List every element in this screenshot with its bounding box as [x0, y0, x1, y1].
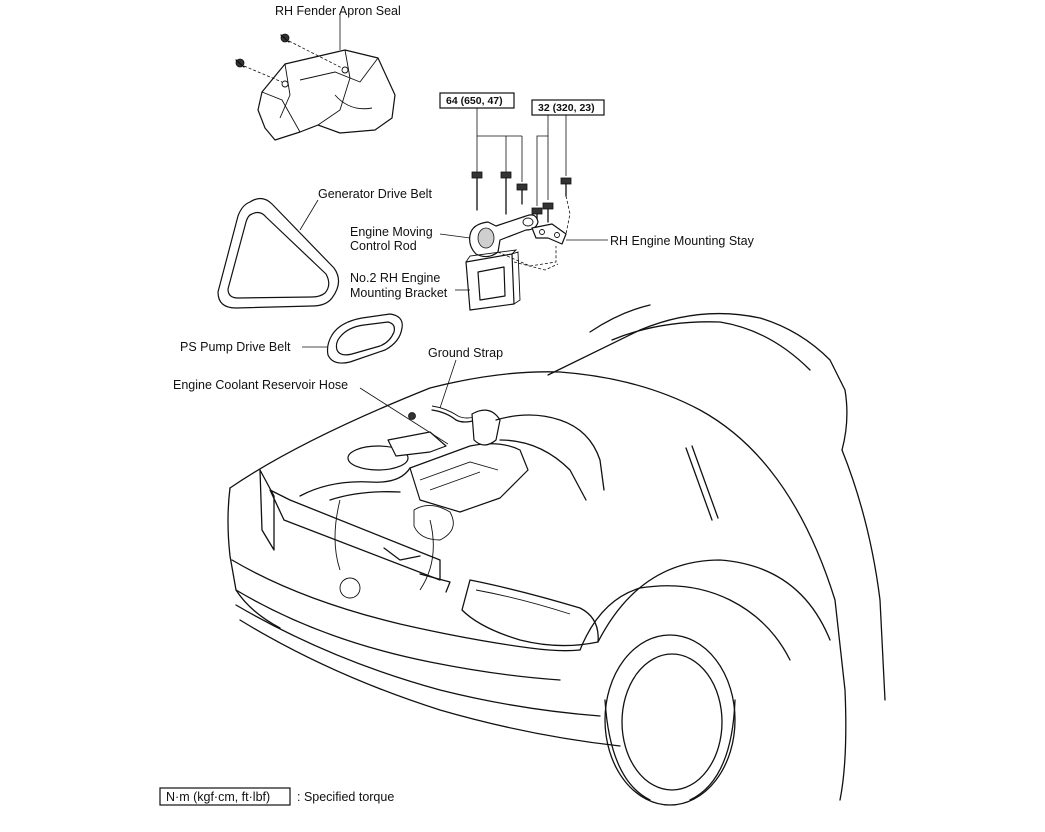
legend-units: N·m (kgf·cm, ft·lbf): [166, 790, 270, 804]
rh-engine-mounting-stay: [531, 223, 567, 245]
bolt-1: [471, 171, 483, 211]
label-bracket-2: Mounting Bracket: [350, 286, 448, 300]
label-bracket-1: No.2 RH Engine: [350, 271, 440, 285]
ground-strap: [408, 405, 479, 423]
bolt-6: [542, 202, 554, 223]
label-coolant-hose: Engine Coolant Reservoir Hose: [173, 378, 348, 392]
apron-seal-clip-2: [280, 33, 290, 43]
label-ps-pump-belt: PS Pump Drive Belt: [180, 340, 291, 354]
torque-box-b: 32 (320, 23): [531, 99, 605, 116]
torque-box-a: 64 (650, 47): [439, 92, 515, 109]
label-mounting-stay: RH Engine Mounting Stay: [610, 234, 755, 248]
no2-rh-engine-mounting-bracket: [465, 249, 521, 311]
label-ground-strap: Ground Strap: [428, 346, 503, 360]
torque-value-b: 32 (320, 23): [538, 102, 595, 114]
fender-apron-seal: [257, 49, 396, 141]
bolt-2: [500, 171, 512, 215]
bolt-4: [560, 177, 572, 197]
label-engine-rod-1: Engine Moving: [350, 225, 433, 239]
label-fender-apron-seal: RH Fender Apron Seal: [275, 4, 401, 18]
bolt-3: [516, 183, 528, 205]
torque-value-a: 64 (650, 47): [446, 95, 503, 107]
engine-moving-control-rod: [469, 214, 539, 258]
label-generator-belt: Generator Drive Belt: [318, 187, 432, 201]
legend-meaning: : Specified torque: [297, 790, 394, 804]
apron-seal-clip-1: [235, 58, 245, 68]
car-body: [227, 304, 886, 806]
label-engine-rod-2: Control Rod: [350, 239, 417, 253]
ps-pump-drive-belt: [326, 313, 403, 364]
torque-legend: N·m (kgf·cm, ft·lbf) : Specified torque: [159, 787, 394, 806]
generator-drive-belt: [217, 197, 340, 309]
